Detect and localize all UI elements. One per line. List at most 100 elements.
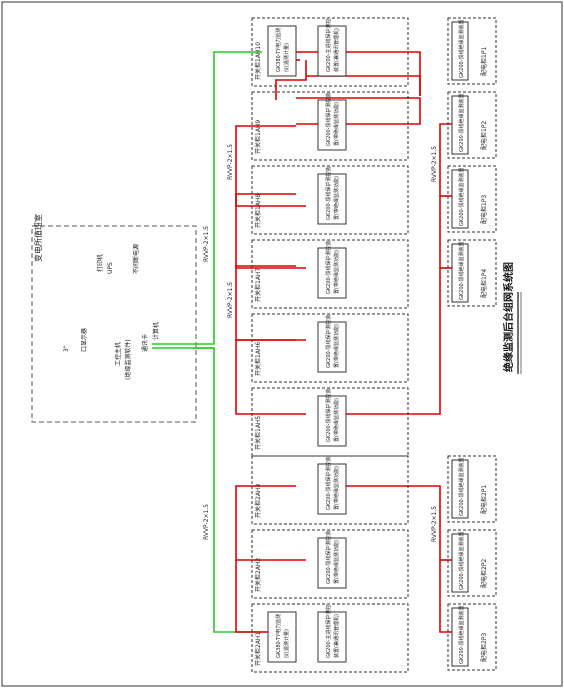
- device-label-2: 置(带绝缘监测功能): [333, 324, 340, 368]
- red-link-l1: [235, 485, 306, 561]
- device-label-2: 置(带绝缘监测功能): [333, 250, 340, 294]
- cabinet-outline: [447, 455, 497, 523]
- device-label: GK200-馈线绝缘监测装置: [458, 19, 465, 78]
- device-box: [317, 611, 347, 663]
- device2-label-2: 仪(遥测计量): [283, 629, 290, 658]
- cabinet-outline: [251, 455, 409, 525]
- upper-right-cabinets: GK200-馈线绝缘监测装置配电柜1P1GK200-馈线绝缘监测装置配电柜1P2…: [447, 17, 497, 307]
- lower-right-cabinet: GK200-馈线绝缘监测装置 配电柜2P1: [447, 455, 497, 523]
- device-label: GK200-馈线保护测控装: [325, 456, 332, 510]
- cabinet-name: 配电柜2P2: [480, 559, 488, 588]
- cabinet-name: 开关柜1AH10: [254, 42, 262, 80]
- device2-box: [267, 25, 297, 77]
- cabinet-name: 开关柜2AH3: [254, 484, 262, 518]
- device-label: GK200-馈线绝缘监测装置: [458, 241, 465, 300]
- device-box: [317, 173, 347, 225]
- upper-right-cabinet: GK200-馈线绝缘监测装置 配电柜1P1: [447, 17, 497, 85]
- device-box: [317, 537, 347, 589]
- device-box: [317, 321, 347, 373]
- device-label: GK200-馈线保护测控装: [325, 92, 332, 146]
- device-label-2: 置(带绝缘监测功能): [333, 466, 340, 510]
- device-box: [451, 607, 469, 667]
- device-box: [451, 533, 469, 593]
- monitor-line-8: 不间断电源: [132, 244, 140, 274]
- device-box: [317, 463, 347, 515]
- cabinet-outline: [251, 603, 409, 673]
- device-label: GK200-馈线保护测控装: [325, 530, 332, 584]
- red-link-u5: [235, 125, 306, 207]
- cabinet-name: 配电柜1P3: [480, 195, 488, 224]
- device2-box: [267, 611, 297, 663]
- device-box: [317, 247, 347, 299]
- device-box: [451, 21, 469, 81]
- cabinet-name: 配电柜1P4: [480, 269, 488, 298]
- upper-cabinet: 开关柜1AH8 GK200-馈线保护测控装置(带绝缘监测功能): [251, 165, 409, 235]
- device-label-2: 装置(兼通讯管理机): [333, 614, 340, 658]
- cabinet-name: 开关柜1AH5: [254, 416, 262, 450]
- diagram-title-group: 绝缘监测后台组网系统图: [502, 262, 522, 374]
- device-box: [451, 169, 469, 229]
- device-label-2: 置(带绝缘监测功能): [333, 176, 340, 220]
- device-label: GK200-馈线绝缘监测装置: [458, 605, 465, 664]
- device-label: GK200-馈线绝缘监测装置: [458, 457, 465, 516]
- cable-label-lower-trunk: RVVP-2×1.5: [203, 504, 210, 540]
- cabinet-name: 配电柜1P1: [480, 47, 488, 76]
- device-box: [317, 395, 347, 447]
- cable-label-upper-mid: RVVP-2×1.5: [227, 144, 234, 180]
- device2-label: GK380-TY电力监测: [275, 614, 282, 658]
- cabinet-outline: [251, 239, 409, 309]
- cable-label-lower-right: RVVP-2×1.5: [431, 506, 438, 542]
- green-bus-upper: [152, 51, 262, 345]
- red-link-l2: [346, 485, 456, 633]
- monitor-line-5: 通讯卡: [141, 334, 149, 352]
- cabinet-outline: [447, 529, 497, 597]
- cabinet-name: 开关柜1AH9: [254, 120, 262, 154]
- red-link-u10: [346, 123, 456, 415]
- upper-cabinet: 开关柜1AH5 GK200-馈线保护测控装置(带绝缘监测功能): [251, 387, 409, 457]
- device-label-2: 置(带绝缘监测功能): [333, 102, 340, 146]
- monitor-room: 变电所值班室 3" 口显示器 工控主机 (绝缘监测软件) 通讯卡 打印机 UPS…: [31, 214, 197, 423]
- device-label: GK200-馈线保护测控装: [325, 388, 332, 442]
- device-label: GK200-主进线保护测控: [325, 604, 332, 658]
- monitor-line-7: UPS: [107, 262, 114, 274]
- cabinet-outline: [251, 529, 409, 599]
- device-label-2: 置(带绝缘监测功能): [333, 398, 340, 442]
- monitor-room-title: 变电所值班室: [33, 214, 43, 262]
- device-label: GK200-馈线绝缘监测装置: [458, 93, 465, 152]
- monitor-line-1: 3": [63, 345, 70, 352]
- red-link-u4: [306, 75, 421, 96]
- red-link-u6: [235, 193, 306, 269]
- lower-right-cabinet: GK200-馈线绝缘监测装置 配电柜2P2: [447, 529, 497, 597]
- cabinet-outline: [447, 17, 497, 85]
- device-label: GK200-馈线绝缘监测装置: [458, 167, 465, 226]
- device-label: GK200-馈线保护测控装: [325, 166, 332, 220]
- cabinet-outline: [251, 91, 409, 161]
- red-link-u7: [235, 265, 306, 341]
- device-box: [451, 243, 469, 303]
- lower-cabinet: 开关柜2AH1 GK200-主进线保护测控装置(兼通讯管理机) GK380-TY电力…: [251, 603, 409, 673]
- cabinet-name: 配电柜2P1: [480, 485, 488, 514]
- device-box: [317, 25, 347, 77]
- upper-cabinet: 开关柜1AH7 GK200-馈线保护测控装置(带绝缘监测功能): [251, 239, 409, 309]
- device-label: GK200-馈线保护测控装: [325, 240, 332, 294]
- device2-label-2: 仪(遥测计量): [283, 43, 290, 72]
- cabinet-name: 开关柜1AH6: [254, 342, 262, 376]
- device-label-2: 装置(兼通讯管理机): [333, 28, 340, 72]
- cabinet-name: 开关柜2AH1: [254, 632, 262, 666]
- lower-right-cabinets: GK200-馈线绝缘监测装置配电柜2P1GK200-馈线绝缘监测装置配电柜2P2…: [447, 455, 497, 671]
- device-box: [451, 95, 469, 155]
- device-box: [451, 459, 469, 519]
- cabinet-name: 开关柜1AH7: [254, 268, 262, 302]
- cabinet-name: 开关柜1AH8: [254, 194, 262, 228]
- cabinet-outline: [251, 165, 409, 235]
- device-label: GK200-馈线绝缘监测装置: [458, 531, 465, 590]
- cabinet-name: 开关柜2AH2: [254, 558, 262, 592]
- cable-label-upper-far: RVVP-2×1.5: [431, 146, 438, 182]
- cabinet-outline: [251, 17, 409, 87]
- cabinet-outline: [251, 313, 409, 383]
- diagram-title: 绝缘监测后台组网系统图: [502, 262, 515, 372]
- red-link-u9: [296, 97, 421, 125]
